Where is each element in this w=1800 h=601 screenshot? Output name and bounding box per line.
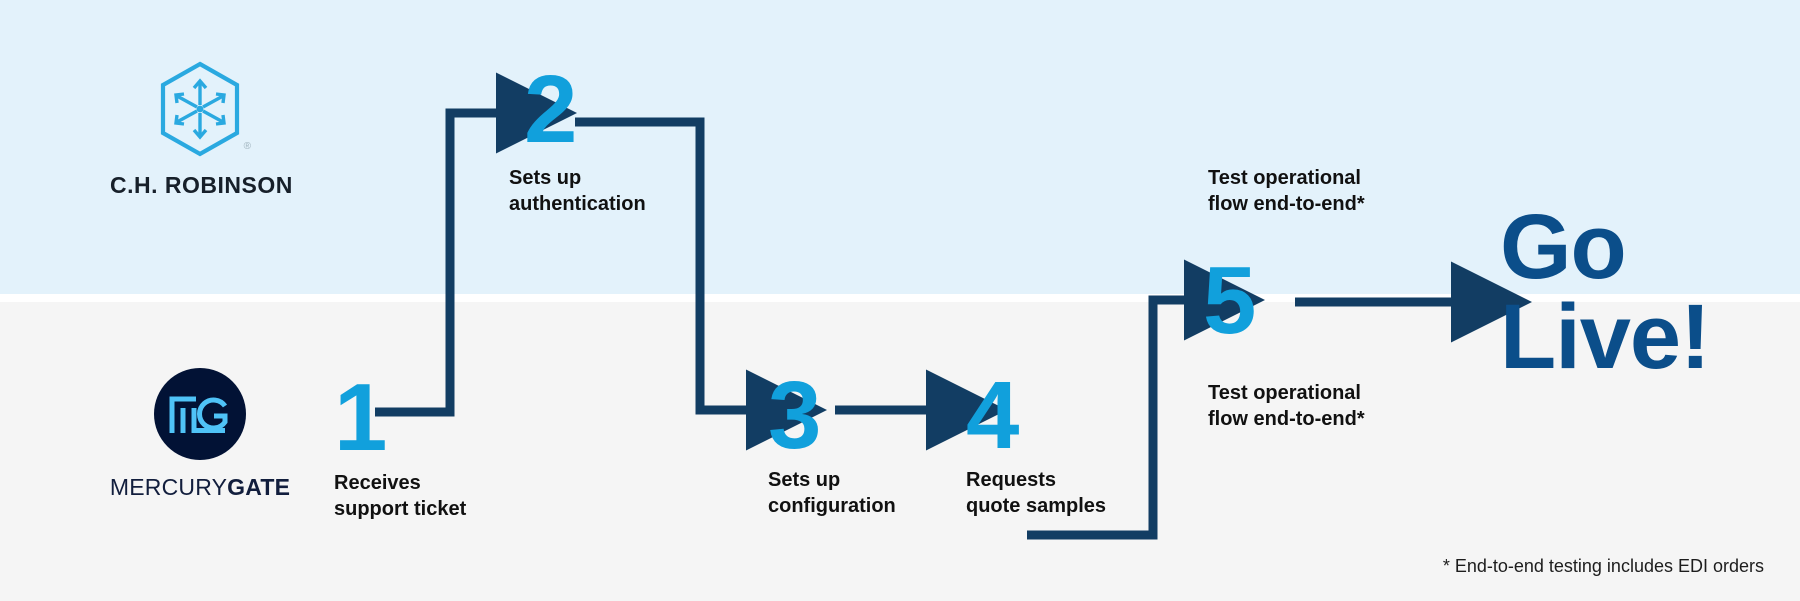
ch-robinson-logo: ® C.H. ROBINSON xyxy=(110,60,293,199)
step-number-3: 3 xyxy=(768,362,822,469)
mercurygate-wordmark-bold: GATE xyxy=(227,474,291,500)
step-label-3: Sets up configuration xyxy=(768,469,896,518)
mercurygate-wordmark: MERCURYGATE xyxy=(100,474,300,501)
step-label-5-bottom: Test operational flow end-to-end* xyxy=(1208,382,1365,431)
go-live-outcome: Go Live! xyxy=(1500,196,1711,389)
step-label-4: Requests quote samples xyxy=(966,469,1107,518)
step-label-2: Sets up authentication xyxy=(509,167,646,216)
ch-robinson-hexagon-cube-icon: ® xyxy=(157,60,251,158)
go-live-line-2: Live! xyxy=(1500,286,1711,389)
swimlane-bottom-mercurygate xyxy=(0,302,1800,601)
step-number-1: 1 xyxy=(334,364,388,471)
ch-robinson-wordmark: C.H. ROBINSON xyxy=(110,172,293,198)
connector-step4-to-step5 xyxy=(1027,259,1265,540)
step-number-2: 2 xyxy=(524,56,578,163)
registered-trademark-icon: ® xyxy=(243,141,251,152)
footnote: * End-to-end testing includes EDI orders xyxy=(1442,556,1764,576)
swimlane-divider xyxy=(0,294,1800,302)
mercurygate-wordmark-light: MERCURY xyxy=(109,474,228,500)
step-label-5-top: Test operational flow end-to-end* xyxy=(1208,167,1365,216)
connector-step1-to-step2 xyxy=(375,72,577,417)
mercurygate-logo: MERCURYGATE xyxy=(100,368,300,501)
connector-step2-to-step3 xyxy=(575,117,827,451)
step-label-1: Receives support ticket xyxy=(334,472,467,521)
step-number-4: 4 xyxy=(966,362,1020,469)
swimlane-top-ch-robinson xyxy=(0,0,1800,294)
go-live-line-1: Go xyxy=(1500,196,1627,298)
step-number-5: 5 xyxy=(1203,247,1257,354)
mercurygate-monogram-icon xyxy=(154,368,246,460)
